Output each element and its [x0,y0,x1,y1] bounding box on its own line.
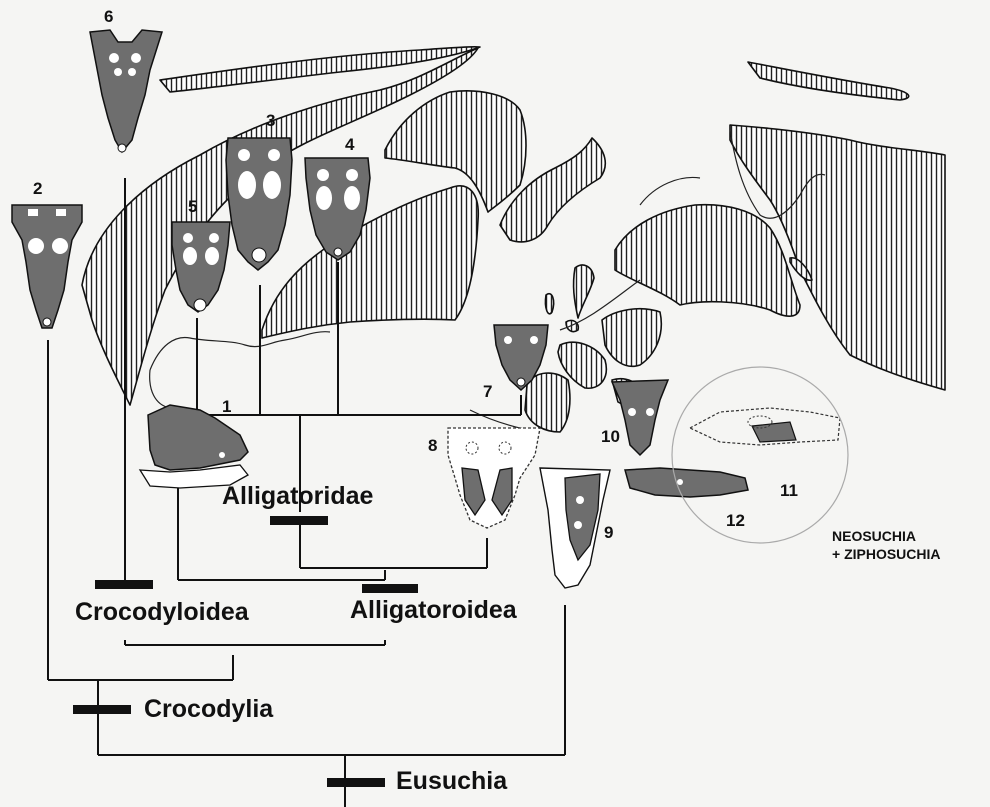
skull-5 [172,222,230,312]
bar-crocodylia [73,705,131,714]
label-outgroup: NEOSUCHIA + ZIPHOSUCHIA [832,527,941,563]
skull-1-lateral [140,405,248,488]
label-specimen-2: 2 [33,180,42,197]
label-crocodylia: Crocodylia [144,697,273,722]
label-alligatoroidea: Alligatoroidea [350,598,517,623]
label-crocodyloidea: Crocodyloidea [75,600,249,625]
label-eusuchia: Eusuchia [396,769,507,794]
landmass-africa [525,373,570,432]
landmass-south-america [262,186,478,338]
skull-6 [90,30,162,152]
label-specimen-11: 11 [780,482,798,499]
skull-10 [612,380,668,455]
bar-eusuchia [327,778,385,787]
skull-11 [690,408,840,445]
skull-2 [12,205,82,328]
label-specimen-1: 1 [222,398,231,415]
landmass-india [602,309,661,367]
landmass-siberia-strip [748,62,909,100]
specimen-group-circle [672,367,848,543]
label-alligatoridae: Alligatoridae [222,484,373,509]
skull-8 [448,428,540,528]
skull-9 [540,468,610,588]
label-specimen-7: 7 [483,383,492,400]
jaw-12 [625,468,748,497]
label-outgroup-line1: NEOSUCHIA [832,527,941,545]
landmass-asia-block [615,205,800,316]
landmass-island-c [566,320,578,331]
landmass-island-a [574,265,594,318]
skull-3 [226,138,292,270]
label-specimen-4: 4 [345,136,354,153]
label-specimen-10: 10 [601,428,620,445]
bar-alligatoridae [270,516,328,525]
landmass-island-b [545,294,553,314]
bar-crocodyloidea [95,580,153,589]
bar-alligatoroidea [362,584,418,593]
label-specimen-8: 8 [428,437,437,454]
label-specimen-3: 3 [266,112,275,129]
label-outgroup-line2: + ZIPHOSUCHIA [832,545,941,563]
label-specimen-12: 12 [726,512,745,529]
label-specimen-6: 6 [104,8,113,25]
label-specimen-9: 9 [604,524,613,541]
landmass-top-strip [160,47,480,92]
label-specimen-5: 5 [188,198,197,215]
